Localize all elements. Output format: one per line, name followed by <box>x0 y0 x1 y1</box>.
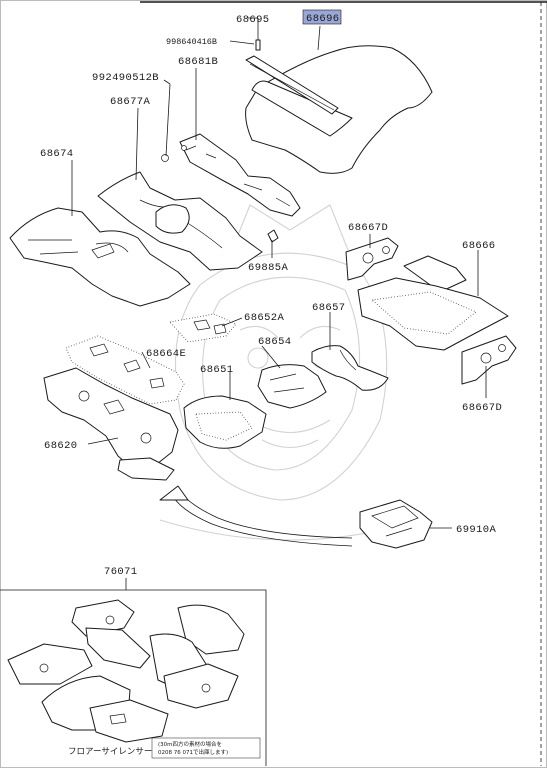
part-68657-tunnel <box>311 345 389 391</box>
label-68651: 68651 <box>200 364 234 376</box>
part-68681B-panel <box>161 133 301 217</box>
part-68651-insulator <box>183 395 267 449</box>
label-68652A: 68652A <box>244 312 285 324</box>
leader-lines <box>71 17 487 529</box>
assembly-arrow <box>159 485 353 547</box>
label-68667D-top: 68667D <box>348 222 388 234</box>
label-68620: 68620 <box>44 440 78 452</box>
note-line-1: (30m四方の素材の場合を <box>158 740 222 748</box>
fastener-998640416B <box>255 39 261 51</box>
part-labels: 68695 68696 998640416B 992490512B 68681B… <box>40 9 502 759</box>
label-68674: 68674 <box>40 148 74 160</box>
note-line-2: 0208 76 071で出庫します) <box>158 748 228 756</box>
part-68654-insulator <box>257 364 327 409</box>
part-68677A-tray <box>97 171 263 271</box>
part-68664E-panel <box>65 335 185 405</box>
part-68667D-bottom <box>461 335 517 385</box>
label-68654: 68654 <box>258 336 292 348</box>
kit-76071-box <box>0 578 267 766</box>
fastener-69885A <box>267 229 279 243</box>
part-68674-floor-mat <box>9 207 191 307</box>
label-68696: 68696 <box>306 13 340 25</box>
part-69910A-bracket <box>359 499 433 549</box>
label-69910A: 69910A <box>456 524 497 536</box>
label-68664E: 68664E <box>146 348 186 360</box>
part-68652A-pad <box>169 313 237 343</box>
part-68666-rear-mat <box>357 255 509 351</box>
part-68667D-top <box>345 237 399 281</box>
caption-floor-silencer: フロアーサイレンサー <box>68 747 152 757</box>
label-68677A: 68677A <box>110 96 151 108</box>
label-998640416B: 998640416B <box>166 37 217 47</box>
label-68667D-bottom: 68667D <box>462 402 502 414</box>
label-68681B: 68681B <box>178 56 218 68</box>
label-68666: 68666 <box>462 240 496 252</box>
label-68696-highlight <box>302 9 342 25</box>
label-68657: 68657 <box>312 302 346 314</box>
note-box <box>151 737 261 759</box>
label-76071: 76071 <box>104 566 138 578</box>
label-68695: 68695 <box>236 14 270 26</box>
part-68696-mat <box>245 45 433 174</box>
label-992490512B: 992490512B <box>92 72 159 84</box>
label-69885A: 69885A <box>248 262 289 274</box>
part-68620-firewall <box>43 367 179 481</box>
